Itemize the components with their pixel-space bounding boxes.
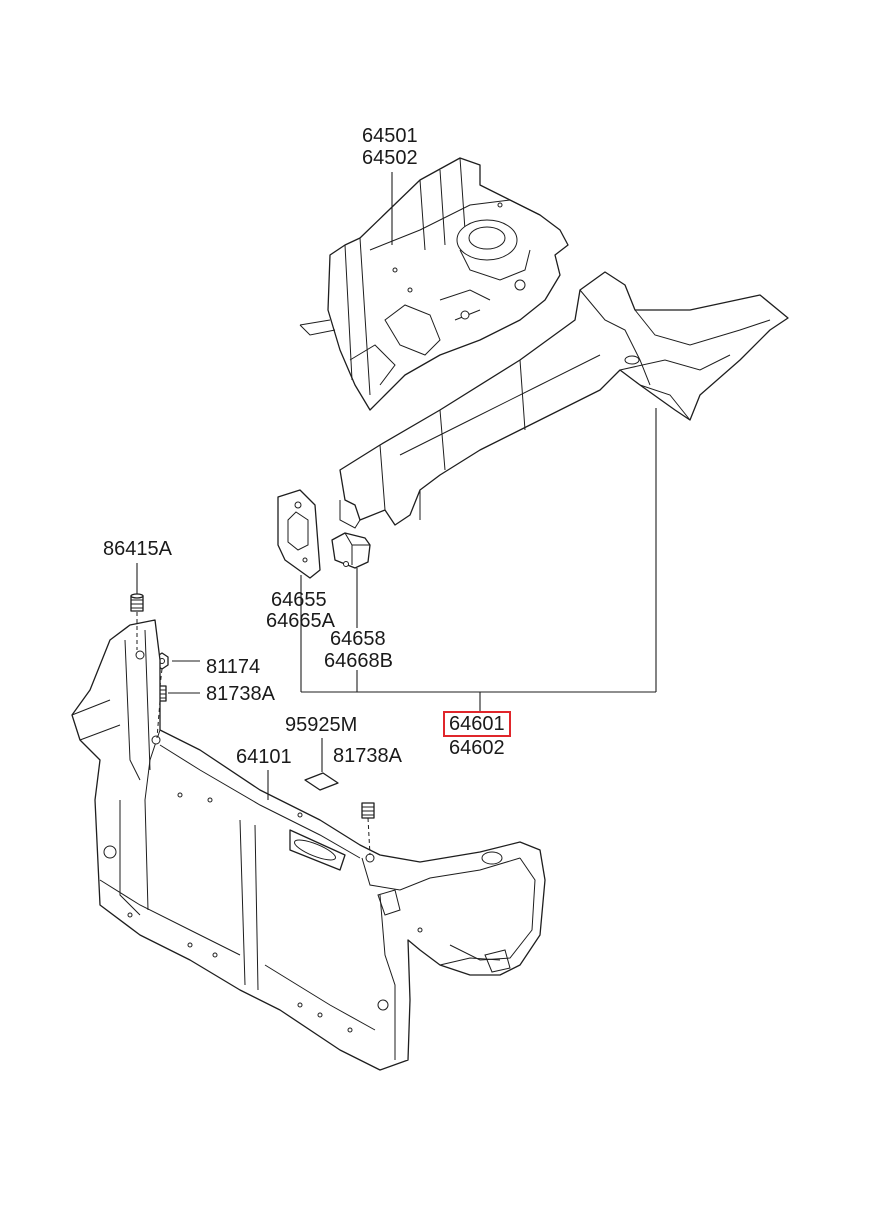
callout-64101[interactable]: 64101 <box>236 746 292 768</box>
carrier-assembly[interactable] <box>71 619 546 1071</box>
label-pad-icon[interactable] <box>304 772 339 791</box>
wheel-house-assembly[interactable] <box>299 157 569 411</box>
callout-64501[interactable]: 64501 <box>362 125 418 147</box>
plate-part[interactable] <box>277 489 321 579</box>
callout-81738a-right[interactable]: 81738A <box>333 745 402 767</box>
callout-64665a[interactable]: 64665A <box>266 610 335 632</box>
bracket-part[interactable] <box>331 532 371 569</box>
callout-81174[interactable]: 81174 <box>206 656 261 678</box>
callout-64668b[interactable]: 64668B <box>324 650 393 672</box>
callout-86415a[interactable]: 86415A <box>103 538 172 560</box>
leader-lines <box>136 172 657 856</box>
bolt-86415a-icon[interactable] <box>130 593 144 612</box>
callout-81738a-left[interactable]: 81738A <box>206 683 275 705</box>
bolt-81738a-right-icon[interactable] <box>361 802 375 819</box>
front-side-member[interactable] <box>339 271 789 529</box>
callout-95925m[interactable]: 95925M <box>285 714 358 736</box>
callout-64601-highlighted[interactable]: 64601 <box>443 711 511 737</box>
callout-64502[interactable]: 64502 <box>362 147 418 169</box>
callout-64658[interactable]: 64658 <box>330 628 386 650</box>
callout-64602[interactable]: 64602 <box>449 737 505 759</box>
callout-64655[interactable]: 64655 <box>271 589 327 611</box>
